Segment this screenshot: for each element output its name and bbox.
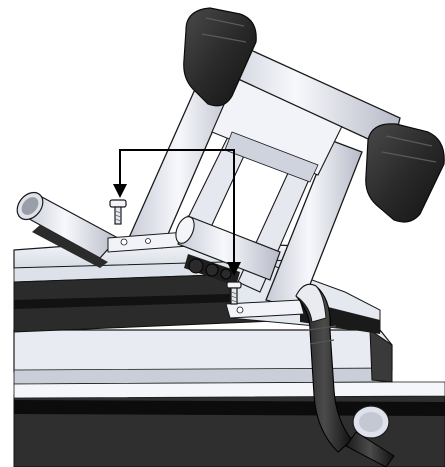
frame (127, 35, 401, 311)
hose (295, 283, 395, 467)
arrow-down-icon (227, 262, 241, 276)
arrow-down-icon (113, 184, 127, 198)
left-tube-stub (16, 191, 119, 268)
end-caps (183, 7, 445, 223)
bolt-icon (109, 199, 127, 225)
lower-rail (13, 329, 445, 467)
callout-arrow (119, 149, 235, 268)
cap-top-left (183, 7, 257, 107)
axle-tube (175, 215, 281, 286)
bolt-icon (226, 281, 242, 305)
cap-right (365, 123, 445, 223)
